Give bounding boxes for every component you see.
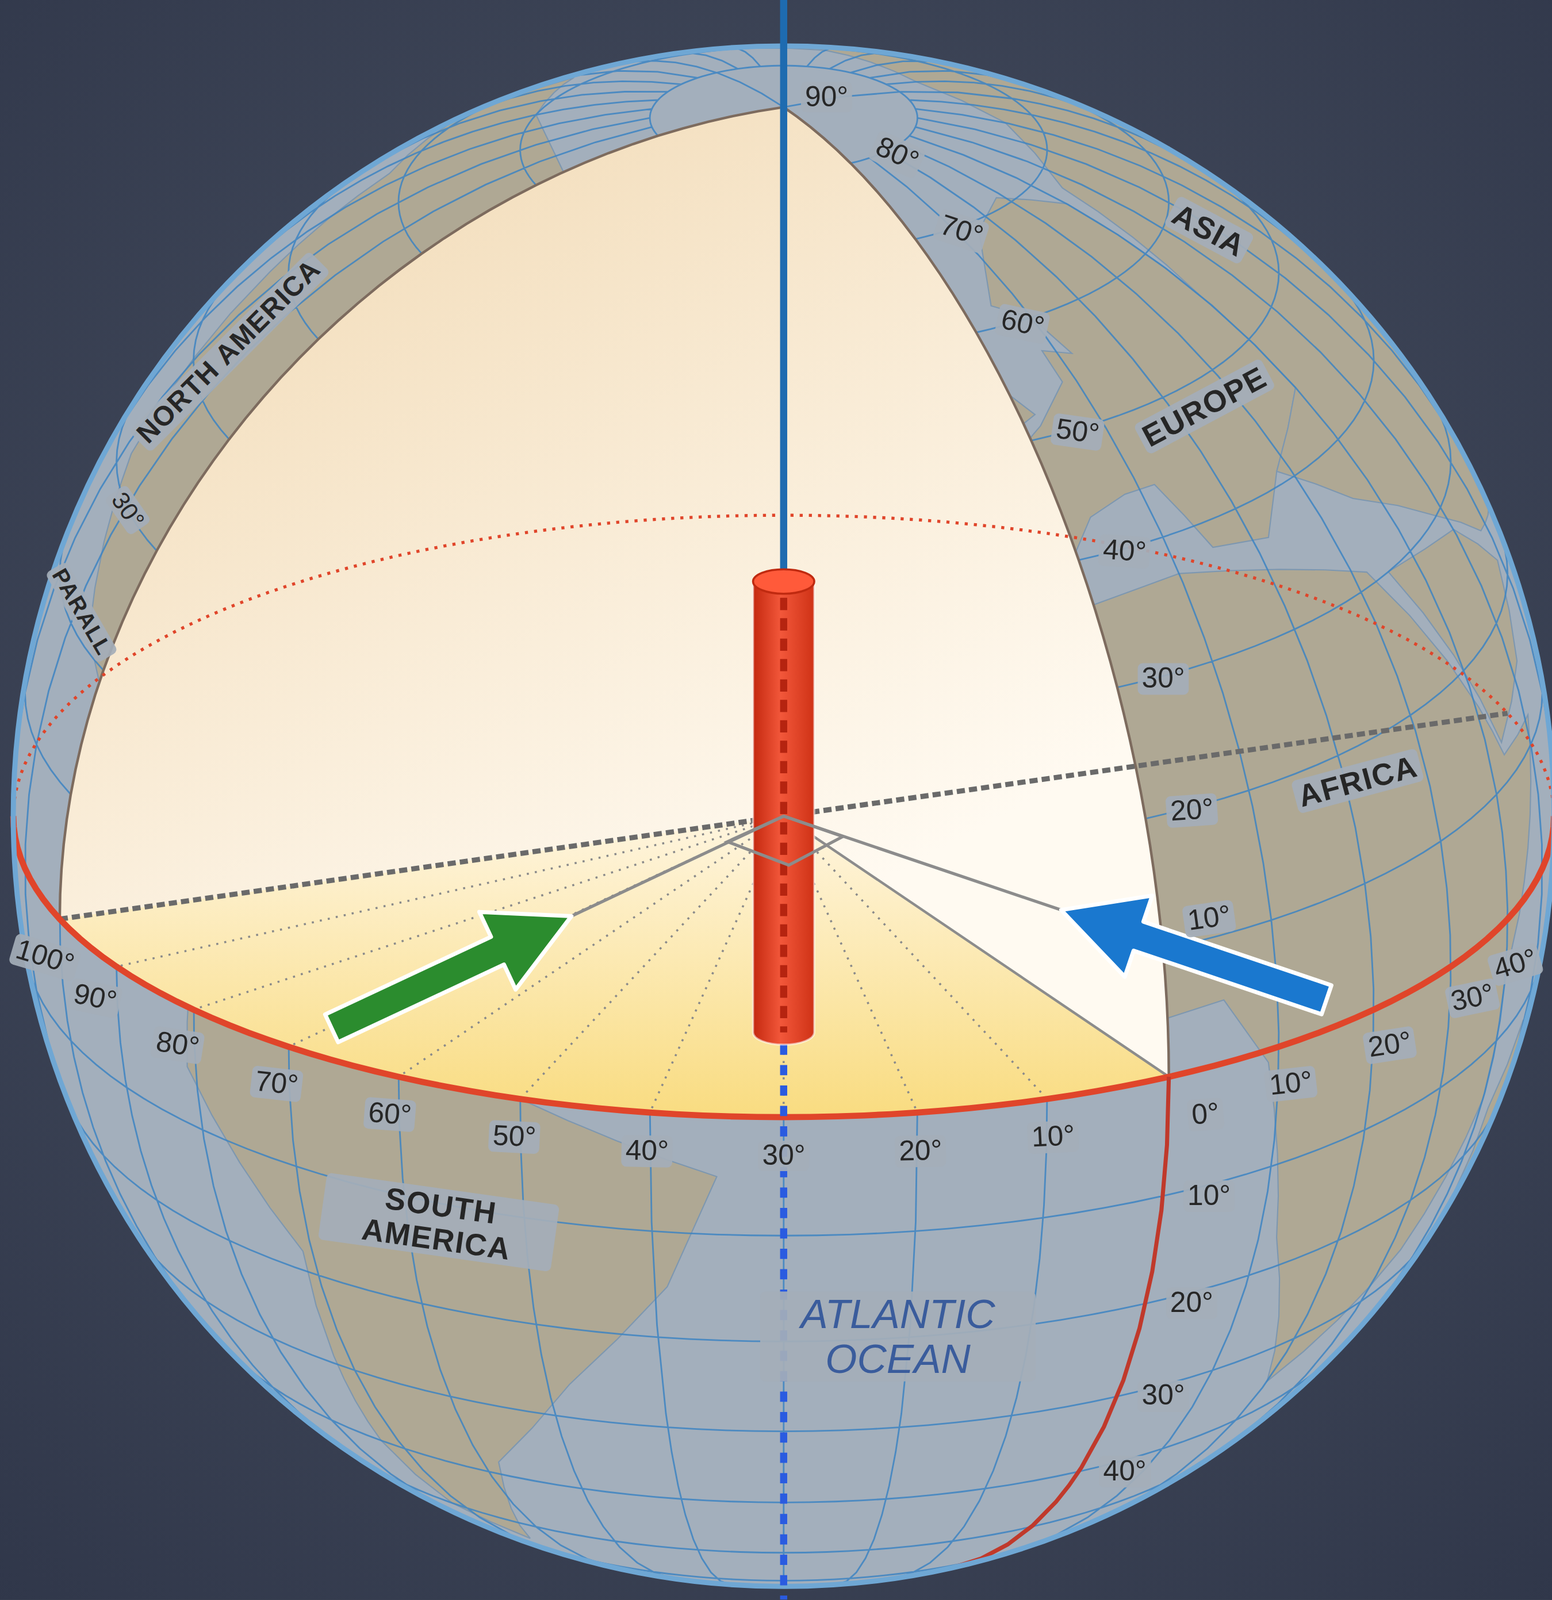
meridian-ray <box>520 816 784 1100</box>
degree-label: 80° <box>149 1025 206 1065</box>
cutaway-face <box>59 106 1170 1118</box>
ocean-label: ATLANTIC OCEAN <box>760 1292 1036 1382</box>
meridian-ray <box>116 816 784 968</box>
equatorial-plane <box>59 816 1170 1118</box>
land-mass <box>1454 1020 1524 1192</box>
right-angle-mark <box>727 816 843 866</box>
degree-label: 30° <box>1137 663 1189 696</box>
degree-label: 40° <box>1485 941 1544 987</box>
degree-label: 100° <box>8 933 82 983</box>
region-label: NORTH AMERICA <box>128 251 331 453</box>
degree-label: 40° <box>1098 1455 1151 1488</box>
degree-label: 40° <box>621 1135 674 1168</box>
region-label: EUROPE <box>1132 357 1276 455</box>
sun-ray-arrow <box>1060 895 1332 1015</box>
degree-label: 10° <box>1181 899 1237 939</box>
degree-label: 10° <box>1263 1064 1319 1102</box>
degree-label: 70° <box>248 1064 304 1102</box>
degree-label: 20° <box>1362 1025 1419 1065</box>
earth-axis <box>780 0 788 580</box>
sun-ray-arrow <box>324 911 572 1043</box>
degree-label: 90° <box>801 81 853 113</box>
degree-label: 40° <box>1098 534 1152 570</box>
degree-label: 60° <box>994 303 1052 346</box>
degree-label: 70° <box>932 208 991 255</box>
degree-label: 10° <box>1026 1120 1080 1155</box>
degree-label: 60° <box>363 1097 417 1133</box>
region-label: PARALL <box>44 561 118 664</box>
gnomon-cylinder <box>753 581 815 1045</box>
degree-label: 20° <box>894 1135 947 1168</box>
degree-label: 30° <box>1444 978 1502 1020</box>
degree-label: 50° <box>1049 413 1105 452</box>
meridian-ray <box>783 816 1048 1100</box>
degree-label: 20° <box>1166 1288 1218 1320</box>
cut-edge <box>59 106 784 919</box>
degree-label: 0° <box>1186 1097 1225 1132</box>
degree-label: 30° <box>103 484 152 537</box>
degree-label: 30° <box>1137 1380 1189 1413</box>
degree-label: 20° <box>1165 792 1219 829</box>
degree-label: 30° <box>757 1140 810 1172</box>
region-label: ASIA <box>1163 194 1255 265</box>
region-label: SOUTH AMERICA <box>317 1172 560 1272</box>
gnomon-top <box>753 569 815 595</box>
degree-label: 90° <box>66 978 124 1020</box>
degree-label: 10° <box>1183 1180 1235 1213</box>
degree-label: 80° <box>866 129 927 180</box>
land-mass <box>1388 529 1517 743</box>
region-label: AFRICA <box>1290 747 1425 814</box>
degree-label: 50° <box>488 1120 542 1155</box>
meridian-ray <box>398 816 784 1078</box>
